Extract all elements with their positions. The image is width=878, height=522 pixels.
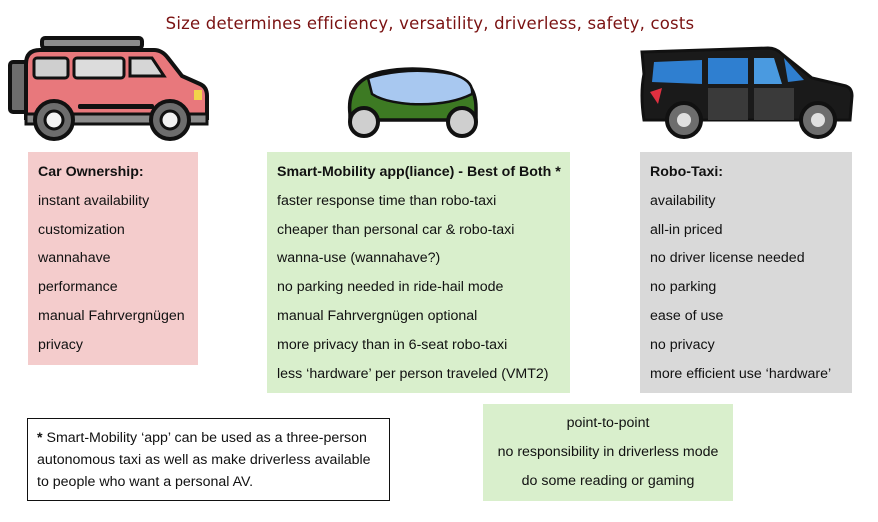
- footnote-line: Smart-Mobility ‘app’ can be used as a th…: [46, 430, 367, 446]
- footnote-marker: *: [37, 430, 43, 446]
- diagram-title: Size determines efficiency, versatility,…: [165, 14, 695, 33]
- footnote-line: autonomous taxi as well as make driverle…: [37, 452, 371, 468]
- footnote-box: * Smart-Mobility ‘app’ can be used as a …: [27, 418, 390, 501]
- list-item: ease of use: [650, 307, 724, 324]
- list-item: manual Fahrvergnügen: [38, 307, 185, 324]
- list-item: no responsibility in driverless mode: [497, 443, 719, 460]
- list-item: manual Fahrvergnügen optional: [277, 307, 478, 324]
- robo-taxi-panel: Robo-Taxi: availability all-in priced no…: [640, 152, 852, 393]
- list-item: no driver license needed: [650, 250, 805, 267]
- car-ownership-panel: Car Ownership: instant availability cust…: [28, 152, 198, 365]
- robo-taxi-van-icon: [640, 46, 854, 139]
- list-item: do some reading or gaming: [521, 472, 695, 489]
- list-item: no parking needed in ride-hail mode: [277, 279, 504, 296]
- car-ownership-heading: Car Ownership:: [38, 164, 144, 180]
- list-item: availability: [650, 192, 716, 209]
- list-item: performance: [38, 279, 118, 296]
- list-item: cheaper than personal car & robo-taxi: [277, 221, 515, 238]
- list-item: customization: [38, 221, 125, 238]
- list-item: less ‘hardware’ per person traveled (VMT…: [277, 365, 549, 382]
- shared-benefits-panel: point-to-point no responsibility in driv…: [483, 404, 733, 501]
- list-item: wannahave: [38, 250, 111, 267]
- robo-taxi-heading: Robo-Taxi:: [650, 164, 724, 180]
- list-item: faster response time than robo-taxi: [277, 192, 497, 209]
- list-item: privacy: [38, 336, 83, 353]
- smart-mobility-panel: Smart-Mobility app(liance) - Best of Bot…: [267, 152, 570, 393]
- list-item: instant availability: [38, 192, 150, 209]
- list-item: more privacy than in 6-seat robo-taxi: [277, 336, 508, 353]
- list-item: wanna-use (wannahave?): [277, 250, 441, 267]
- list-item: point-to-point: [566, 415, 650, 431]
- list-item: all-in priced: [650, 221, 723, 238]
- footnote-line: to people who want a personal AV.: [37, 474, 254, 490]
- list-item: more efficient use ‘hardware’: [650, 365, 832, 382]
- list-item: no parking: [650, 279, 717, 296]
- smart-mobility-heading: Smart-Mobility app(liance) - Best of Bot…: [277, 164, 561, 180]
- list-item: no privacy: [650, 336, 715, 353]
- smart-pod-car-icon: [347, 67, 478, 138]
- suv-car-icon: [8, 36, 209, 141]
